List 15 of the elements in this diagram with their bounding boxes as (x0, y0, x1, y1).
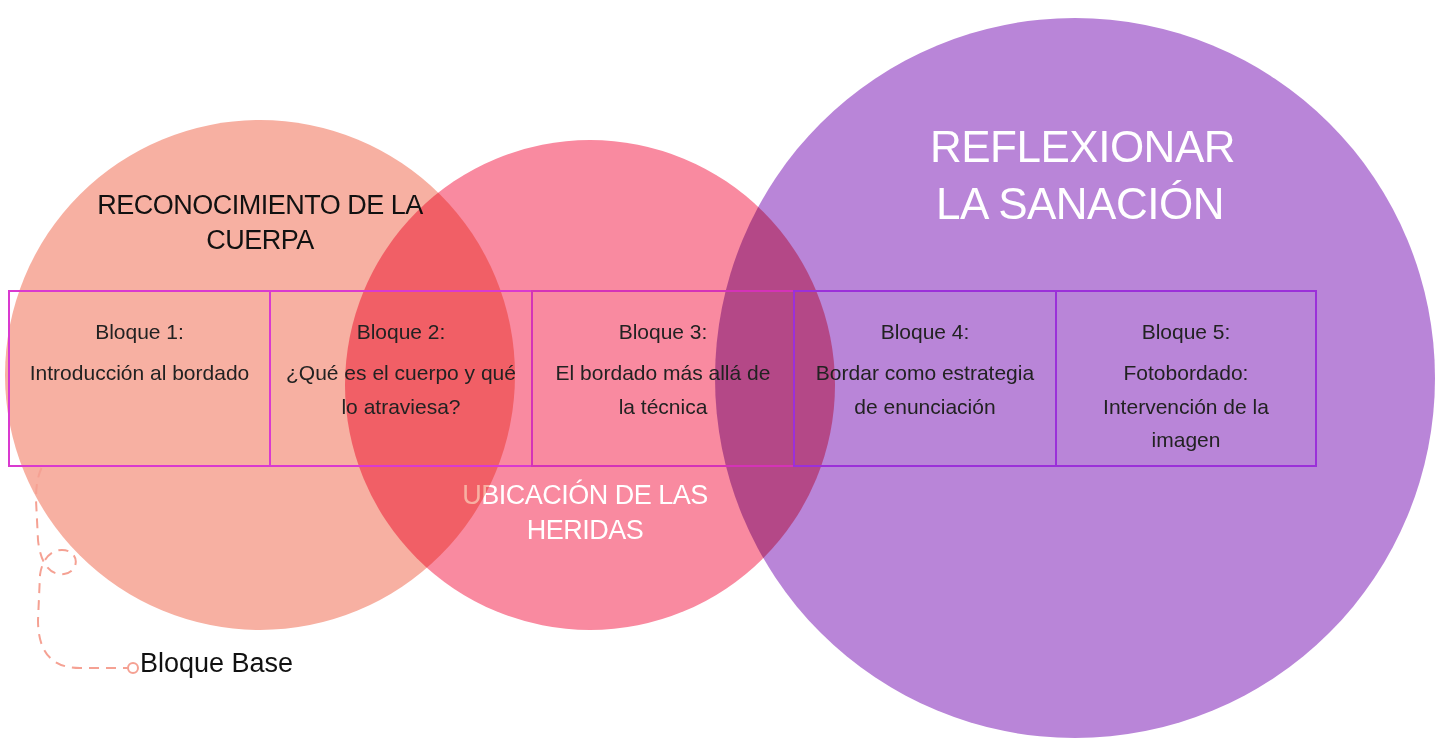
block-title: Bloque 1: (95, 320, 184, 344)
block-title: Bloque 5: (1141, 320, 1231, 344)
block-description: Introducción al bordado (28, 360, 251, 386)
leader-line (35, 466, 139, 674)
circle-heading: RECONOCIMIENTO DE LA CUERPA (96, 189, 424, 258)
block-title: Bloque 2: (356, 320, 446, 344)
block-title: Bloque 4: (880, 320, 970, 344)
block-description: Bordar como estrategia de enunciación (814, 360, 1036, 420)
block-description: El bordado más allá de la técnica (554, 360, 772, 420)
circle-heading: UBICACIÓN DE LAS HERIDAS (461, 478, 709, 548)
block-description: Fotobordado: Intervención de la imagen (1102, 360, 1270, 454)
block-title: Bloque 3: (618, 320, 708, 344)
block-box (269, 290, 533, 467)
block-description: ¿Qué es el cuerpo y qué lo atraviesa? (285, 360, 517, 420)
callout-label: Bloque Base (140, 648, 294, 679)
